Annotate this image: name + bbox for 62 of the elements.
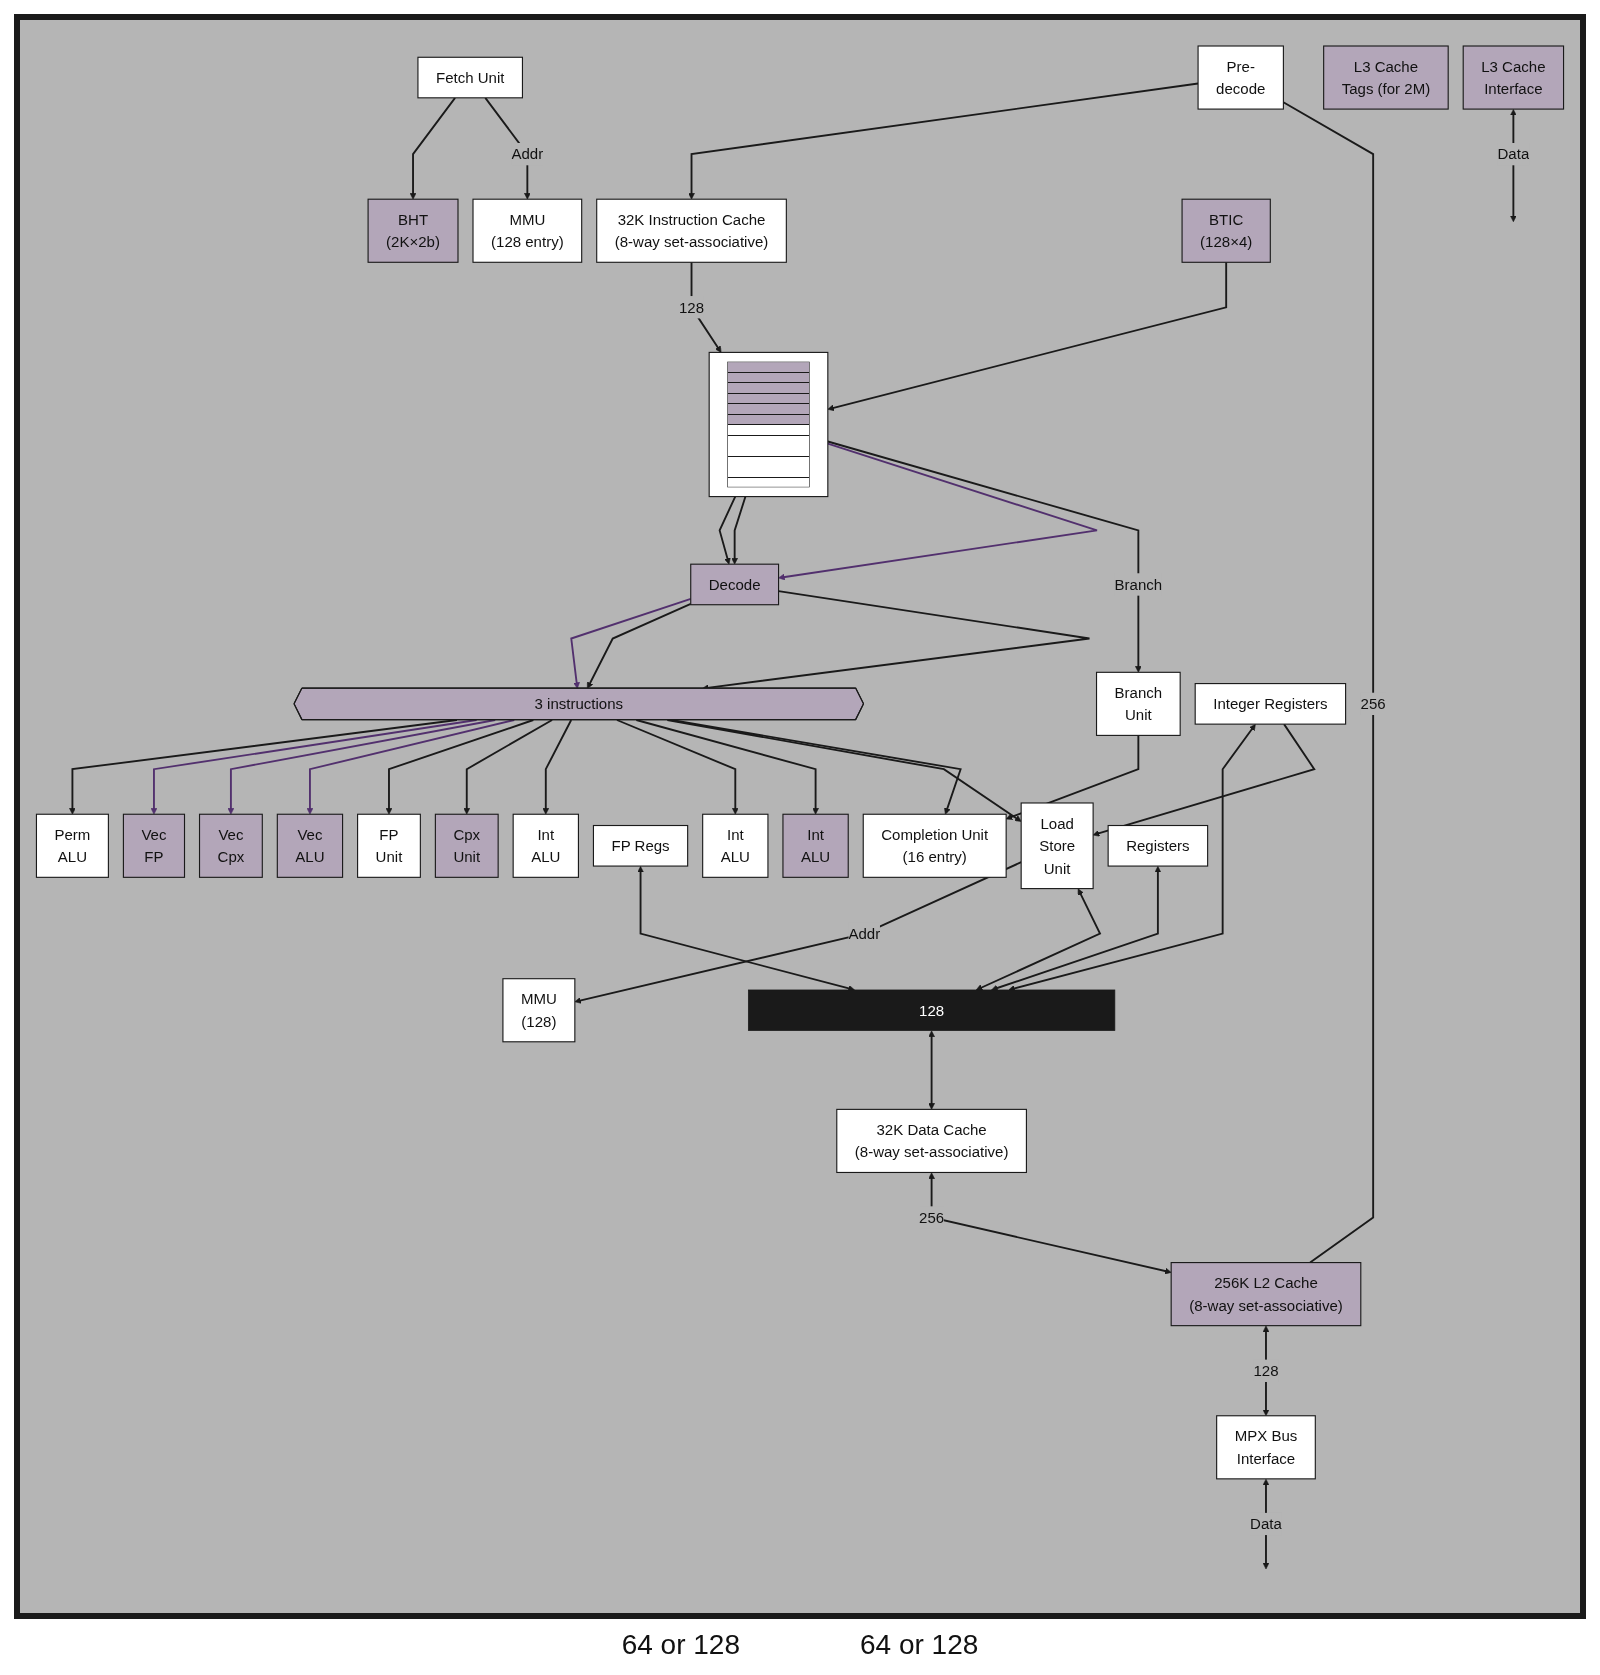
arrow <box>69 719 458 815</box>
arrow <box>928 1030 935 1110</box>
bus-width-label: 64 or 128 <box>621 1629 740 1661</box>
bus-width-label: 64 or 128 <box>860 1629 979 1661</box>
node-box: Vec Cpx <box>198 813 263 878</box>
arrow <box>635 719 819 815</box>
node-box: Int ALU <box>782 813 849 878</box>
node-box: Vec FP <box>122 813 186 878</box>
node-box: 128 <box>748 989 1116 1031</box>
arrow <box>975 888 1102 991</box>
node-box: FP Unit <box>357 813 421 878</box>
edge-label: Data <box>1497 145 1530 163</box>
node-box <box>708 351 829 498</box>
node-box: Vec ALU <box>276 813 344 878</box>
arrow <box>385 719 535 815</box>
node-box: FP Regs <box>592 824 689 867</box>
node-box: Registers <box>1107 824 1209 867</box>
arrow <box>928 1172 1172 1275</box>
node-box: 32K Data Cache (8-way set-associative) <box>836 1108 1027 1174</box>
edge-label: 256 <box>1360 695 1386 713</box>
edge-label: Data <box>1250 1515 1282 1533</box>
node-box: BHT (2K×2b) <box>367 198 459 263</box>
node-box: Fetch Unit <box>417 56 523 99</box>
arrow <box>306 719 516 815</box>
node-box: L3 Cache Interface <box>1462 45 1565 110</box>
node-box: Load Store Unit <box>1020 802 1094 890</box>
edge-label: 128 <box>1253 1362 1279 1379</box>
arrow <box>778 442 1098 581</box>
arrow <box>542 719 573 815</box>
node-box: Int ALU <box>702 813 769 878</box>
arrow <box>666 719 1022 822</box>
node-box: Completion Unit (16 entry) <box>862 813 1007 878</box>
node-box: MMU (128) <box>502 978 576 1043</box>
node-box: MPX Bus Interface <box>1216 1415 1316 1480</box>
arrow <box>409 96 456 200</box>
arrow <box>827 261 1228 412</box>
node-box: 32K Instruction Cache (8-way set-associative) <box>596 198 787 263</box>
edge-label: Addr <box>511 145 544 163</box>
node-box: Pre-decode <box>1197 45 1284 110</box>
node-box: Cpx Unit <box>434 813 499 878</box>
node-box: 256K L2 Cache (8-way set-associative) <box>1170 1262 1362 1327</box>
arrow <box>718 495 737 565</box>
arrow <box>731 495 747 565</box>
arrow <box>150 719 478 815</box>
edge-label: 128 <box>678 299 705 316</box>
arrow <box>616 719 739 815</box>
arrow <box>227 719 497 815</box>
edge-label: Addr <box>848 925 881 942</box>
edge-label: 256 <box>919 1209 945 1226</box>
arrow <box>570 598 692 689</box>
edge-label: Branch <box>1114 576 1163 593</box>
node-box: Perm ALU <box>35 813 109 878</box>
node-box: Branch Unit <box>1095 671 1181 736</box>
node-box: Decode <box>690 563 780 606</box>
node-box: Integer Registers <box>1194 683 1347 725</box>
node-box: Int ALU <box>512 813 579 878</box>
arrow <box>688 82 1199 200</box>
node-box: BTIC (128×4) <box>1181 198 1271 263</box>
arrow <box>587 602 692 689</box>
node-box: MMU (128 entry) <box>472 198 583 263</box>
node-box: L3 Cache Tags (for 2M) <box>1323 45 1449 110</box>
arrow <box>463 719 554 815</box>
